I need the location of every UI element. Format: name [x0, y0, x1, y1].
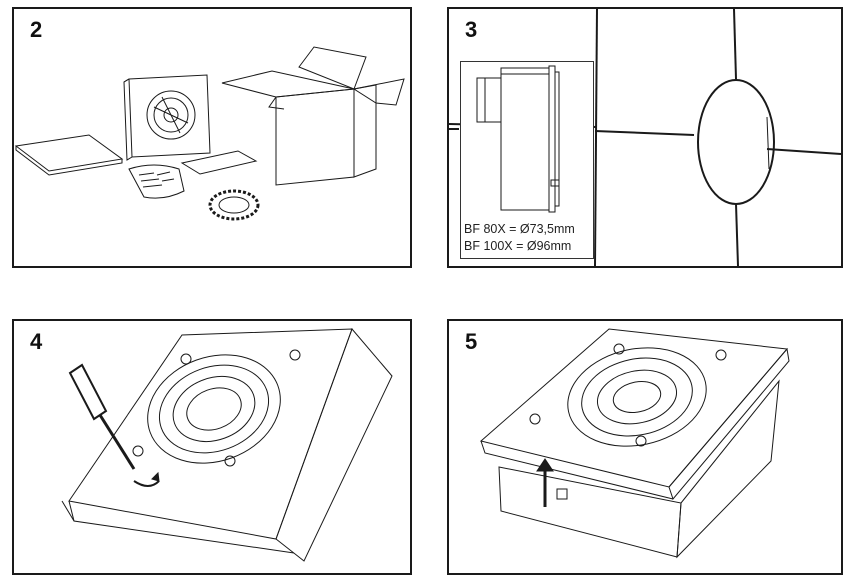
package-contents-illustration: [14, 9, 410, 266]
step-5-panel: 5: [447, 319, 843, 575]
step-number: 4: [30, 329, 43, 354]
step-number: 3: [465, 17, 478, 42]
step-4-panel: 4: [12, 319, 412, 575]
unscrew-cover-illustration: [14, 321, 410, 573]
step-2-panel: 2: [12, 7, 412, 268]
fan-side-view-illustration: [476, 65, 560, 213]
duct-diameter-inset: BF 80X = Ø73,5mm BF 100X = Ø96mm: [460, 61, 594, 259]
step-number: 5: [465, 329, 478, 354]
dimension-label-bf80x: BF 80X = Ø73,5mm: [464, 222, 575, 236]
lift-cover-illustration: [449, 321, 841, 573]
step-3-panel: 3 BF 80X = Ø73,5mm BF 100X = Ø96mm: [447, 7, 843, 268]
dimension-label-bf100x: BF 100X = Ø96mm: [464, 239, 572, 253]
step-number: 2: [30, 17, 43, 42]
